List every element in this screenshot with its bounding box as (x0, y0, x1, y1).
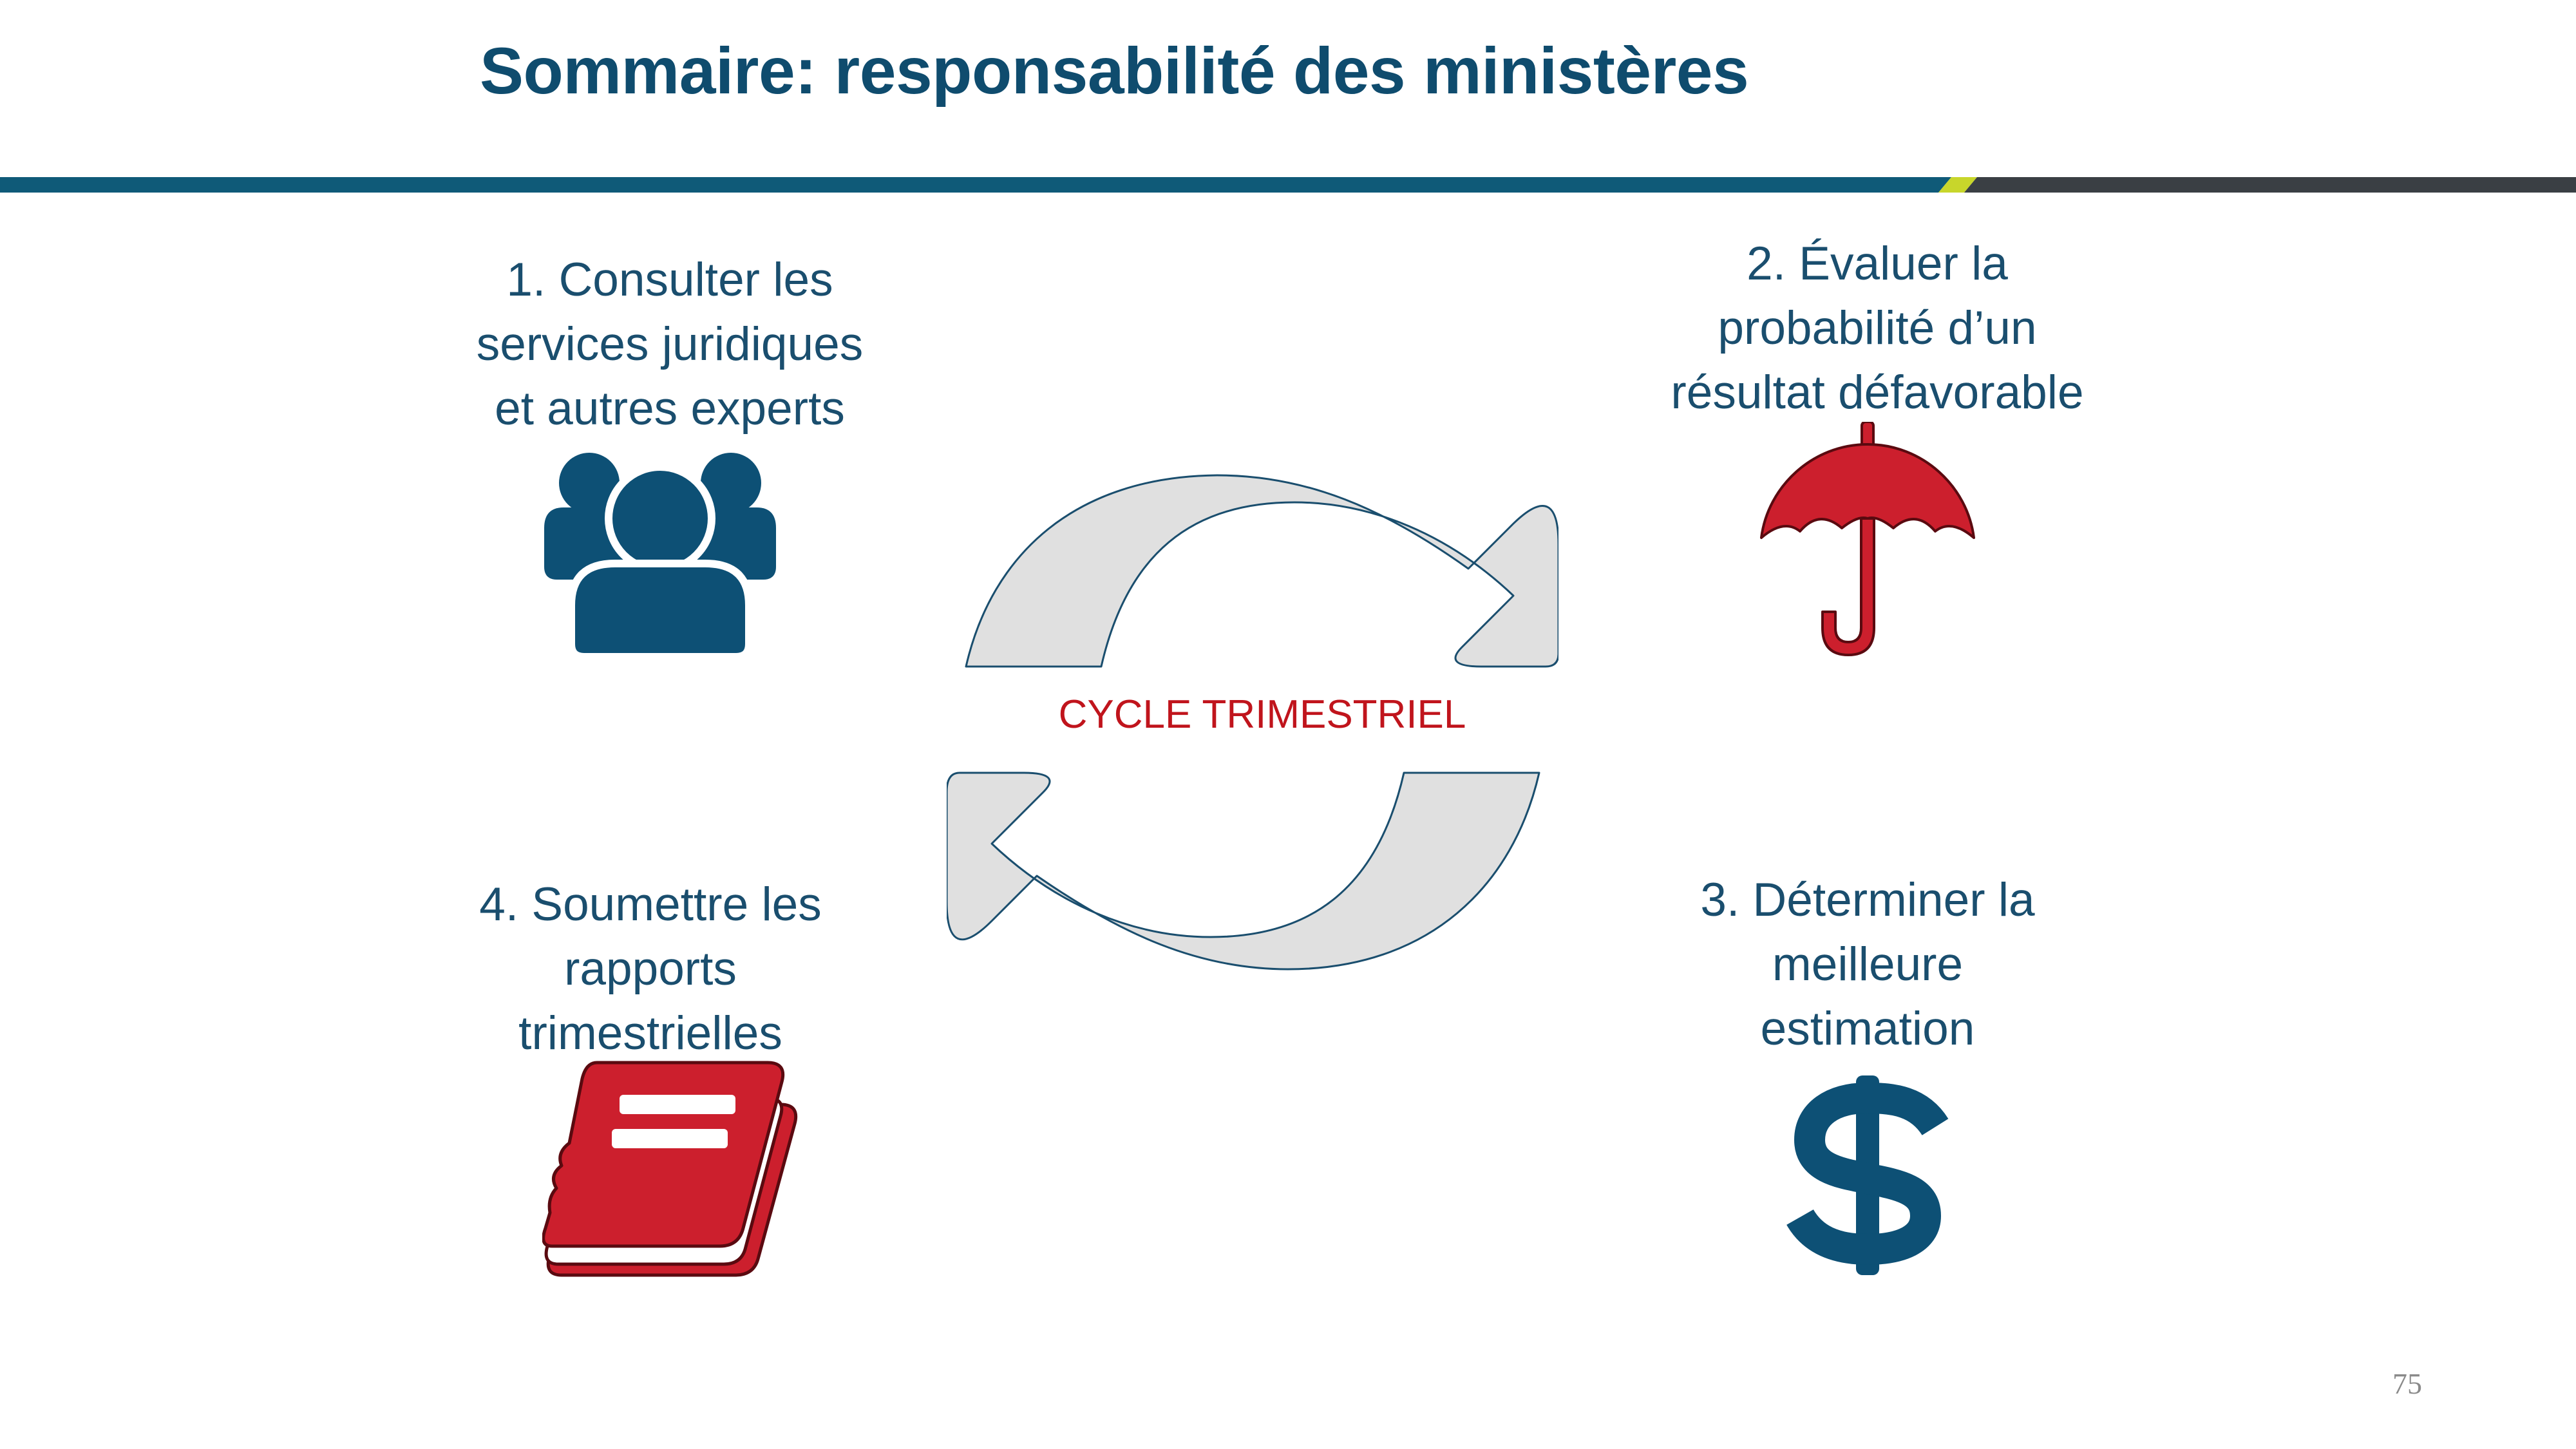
cycle-label: CYCLE TRIMESTRIEL (1058, 692, 1466, 737)
step-3-label: 3. Déterminer la meilleure estimation (1700, 874, 2035, 1055)
cycle-arrows-icon (947, 406, 1558, 1005)
umbrella-icon (1758, 422, 1977, 657)
page-number: 75 (2392, 1367, 2422, 1400)
step-2-label: 2. Évaluer la probabilité d’un résultat … (1671, 238, 2084, 419)
slide-title: Sommaire: responsabilité des ministères (480, 34, 1749, 108)
book-icon (542, 1059, 803, 1278)
step-4-label: 4. Soumettre les rapports trimestrielles (479, 878, 822, 1059)
dollar-icon (1781, 1075, 1955, 1275)
step-1-label: 1. Consulter les services juridiques et … (476, 254, 864, 435)
people-group-icon (544, 451, 776, 657)
header-rule (0, 177, 2576, 193)
